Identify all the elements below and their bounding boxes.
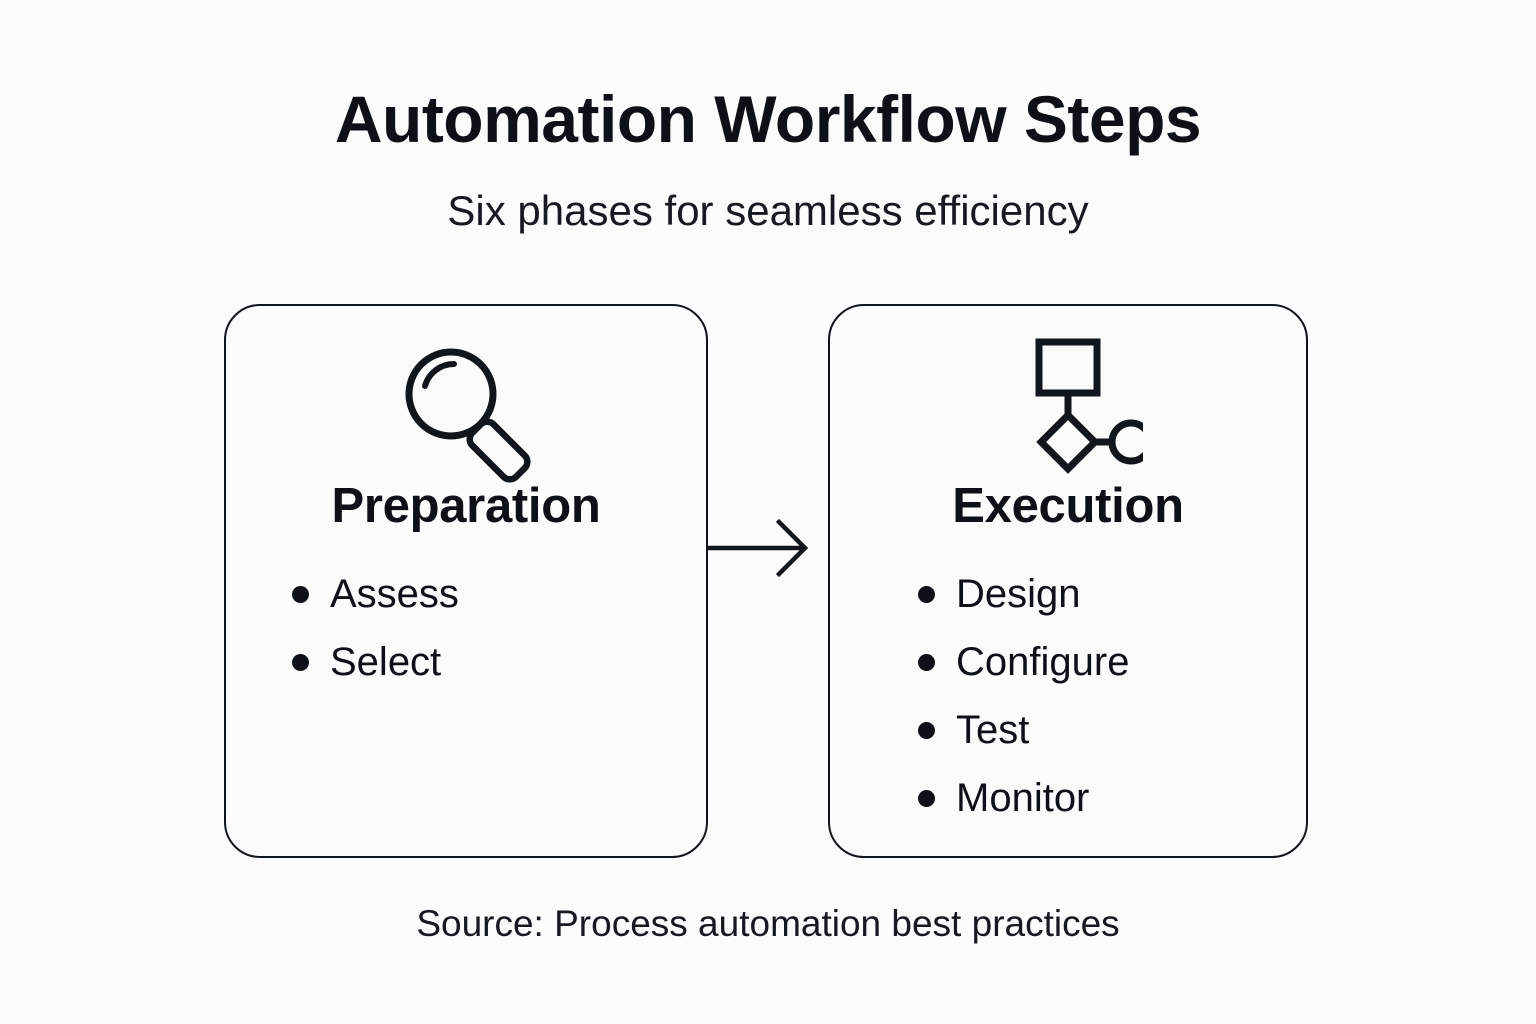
list-item-label: Monitor [956,776,1090,820]
list-item-label: Configure [956,640,1130,684]
list-item[interactable]: Configure [830,628,1306,696]
list-item-label: Test [956,708,1030,752]
list-item[interactable]: Select [226,628,706,696]
list-item[interactable]: Test [830,696,1306,764]
list-item-label: Select [330,640,442,684]
card-heading-preparation: Preparation [331,479,601,533]
magnifying-glass-icon [226,334,706,484]
list-item[interactable]: Design [830,560,1306,628]
bullet-list-preparation: Assess Select [226,560,706,696]
list-item[interactable]: Monitor [830,764,1306,832]
list-item[interactable]: Assess [226,560,706,628]
list-item-label: Assess [330,572,459,616]
bullet-dot-icon [292,585,309,603]
page-subtitle: Six phases for seamless efficiency [447,187,1089,234]
bullet-dot-icon [918,721,935,739]
bullet-dot-icon [918,585,935,603]
bullet-dot-icon [918,653,935,671]
flowchart-nodes-icon [830,334,1306,484]
bullet-list-execution: Design Configure Test Monitor [830,560,1306,832]
card-execution[interactable]: Execution Design Configure Test Monitor [828,304,1308,858]
source-caption: Source: Process automation best practice… [416,903,1120,944]
arrow-right-icon [700,513,818,583]
bullet-dot-icon [918,789,935,807]
card-heading-execution: Execution [952,479,1184,533]
page-title: Automation Workflow Steps [334,82,1202,156]
bullet-dot-icon [292,653,309,671]
list-item-label: Design [956,572,1081,616]
card-preparation[interactable]: Preparation Assess Select [224,304,708,858]
